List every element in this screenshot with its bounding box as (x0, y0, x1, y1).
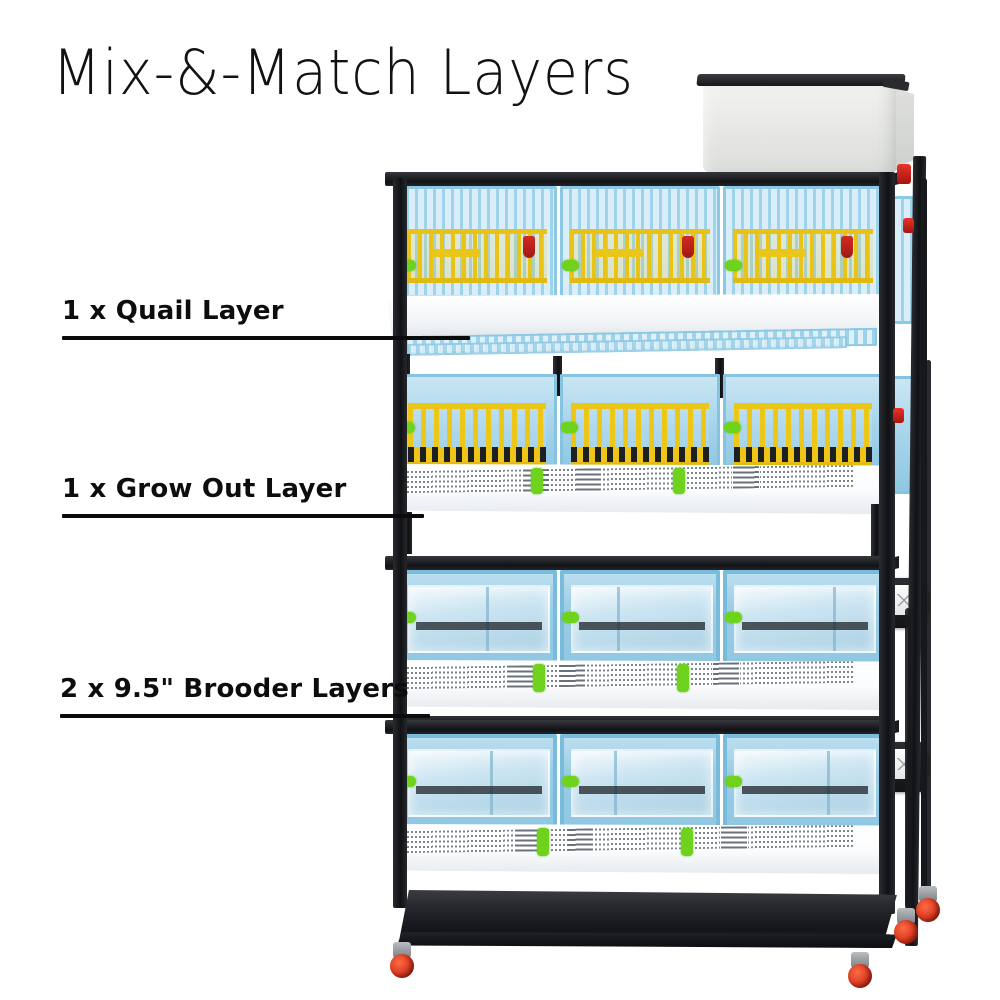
annotation-rule (62, 514, 424, 518)
annotation-rule (62, 336, 470, 340)
drinker-cup (523, 236, 535, 258)
brooder-cage-row (397, 570, 883, 666)
caster-wheel (847, 952, 873, 990)
brooder-cell (723, 734, 883, 830)
frame-leg (871, 504, 880, 556)
quail-cell (397, 186, 557, 298)
acrylic-panel (408, 585, 550, 653)
caster-wheel (915, 886, 941, 924)
grow-cage-row (397, 374, 883, 470)
grow-feed-trough (389, 464, 885, 514)
trough-grille (403, 464, 855, 494)
cell-floor-grid (571, 446, 709, 463)
grow-cell (397, 374, 557, 470)
brooder-cell (560, 734, 720, 830)
green-clip (725, 612, 742, 623)
green-clip (725, 776, 742, 787)
layer-top-frame (385, 720, 890, 734)
product-image (385, 60, 965, 990)
green-clip (724, 422, 741, 433)
annotation-grow-out-layer: 1 x Grow Out Layer (62, 474, 424, 518)
brooder-feed-trough (389, 660, 885, 710)
layer-top-frame (385, 556, 890, 570)
brooder-cell (560, 570, 720, 666)
green-clip (561, 422, 578, 433)
caster-tire (390, 954, 414, 978)
drinker-cup (841, 236, 853, 258)
quail-cell (560, 186, 720, 298)
brooder-cell (723, 570, 883, 666)
caster-tire (848, 964, 872, 988)
water-tank-lid (696, 74, 906, 86)
annotation-label: 1 x Grow Out Layer (62, 474, 347, 504)
brooder-cell (397, 734, 557, 830)
water-valve[interactable] (897, 164, 911, 184)
frame-post-left (393, 178, 407, 908)
brooder-cage-row (397, 734, 883, 830)
green-clip (533, 664, 545, 692)
trough-grille (403, 660, 855, 690)
water-tubing (921, 178, 927, 908)
frame-leg (553, 356, 562, 396)
acrylic-panel (734, 749, 876, 817)
brooder-layer-lower (385, 720, 930, 898)
green-clip (725, 260, 742, 271)
acrylic-panel (571, 585, 713, 653)
green-clip (681, 828, 693, 856)
green-clip (537, 828, 549, 856)
green-clip (562, 612, 579, 623)
green-clip (562, 260, 579, 271)
water-reservoir-tank (703, 82, 898, 172)
annotation-label: 1 x Quail Layer (62, 296, 284, 326)
annotation-brooder-layers: 2 x 9.5" Brooder Layers (60, 674, 430, 718)
trough-grille (403, 824, 855, 854)
acrylic-panel (734, 585, 876, 653)
green-clip (562, 776, 579, 787)
caster-tire (916, 898, 940, 922)
annotation-label: 2 x 9.5" Brooder Layers (60, 674, 409, 704)
acrylic-panel (571, 749, 713, 817)
base-frame-lip (397, 932, 897, 948)
grow-cell (723, 374, 883, 470)
caster-wheel (893, 908, 919, 946)
green-clip (399, 776, 416, 787)
water-valve[interactable] (893, 408, 904, 423)
cell-floor-grid (408, 446, 546, 463)
green-clip (399, 260, 416, 271)
acrylic-panel (408, 749, 550, 817)
power-cable (905, 608, 911, 908)
green-clip (399, 612, 416, 623)
green-clip (673, 468, 685, 494)
quail-cage-row (397, 186, 883, 298)
layer-top-frame (385, 172, 890, 186)
brooder-feed-trough (389, 824, 885, 874)
brooder-layer-upper (385, 556, 930, 734)
quail-cell (723, 186, 883, 298)
water-tubing (926, 360, 931, 920)
caster-tire (894, 920, 918, 944)
brooder-cell (397, 570, 557, 666)
cell-floor-grid (734, 446, 872, 463)
annotation-rule (60, 714, 430, 718)
water-valve[interactable] (903, 218, 914, 233)
grow-cell (560, 374, 720, 470)
caster-wheel (389, 942, 415, 980)
green-clip (531, 468, 543, 494)
grow-out-layer (385, 372, 921, 556)
drinker-cup (682, 236, 694, 258)
frame-post-right-inner (879, 172, 895, 914)
annotation-quail-layer: 1 x Quail Layer (62, 296, 470, 340)
page-title: Mix-&-Match Layers (52, 36, 634, 109)
green-clip (677, 664, 689, 692)
frame-leg (403, 512, 412, 554)
